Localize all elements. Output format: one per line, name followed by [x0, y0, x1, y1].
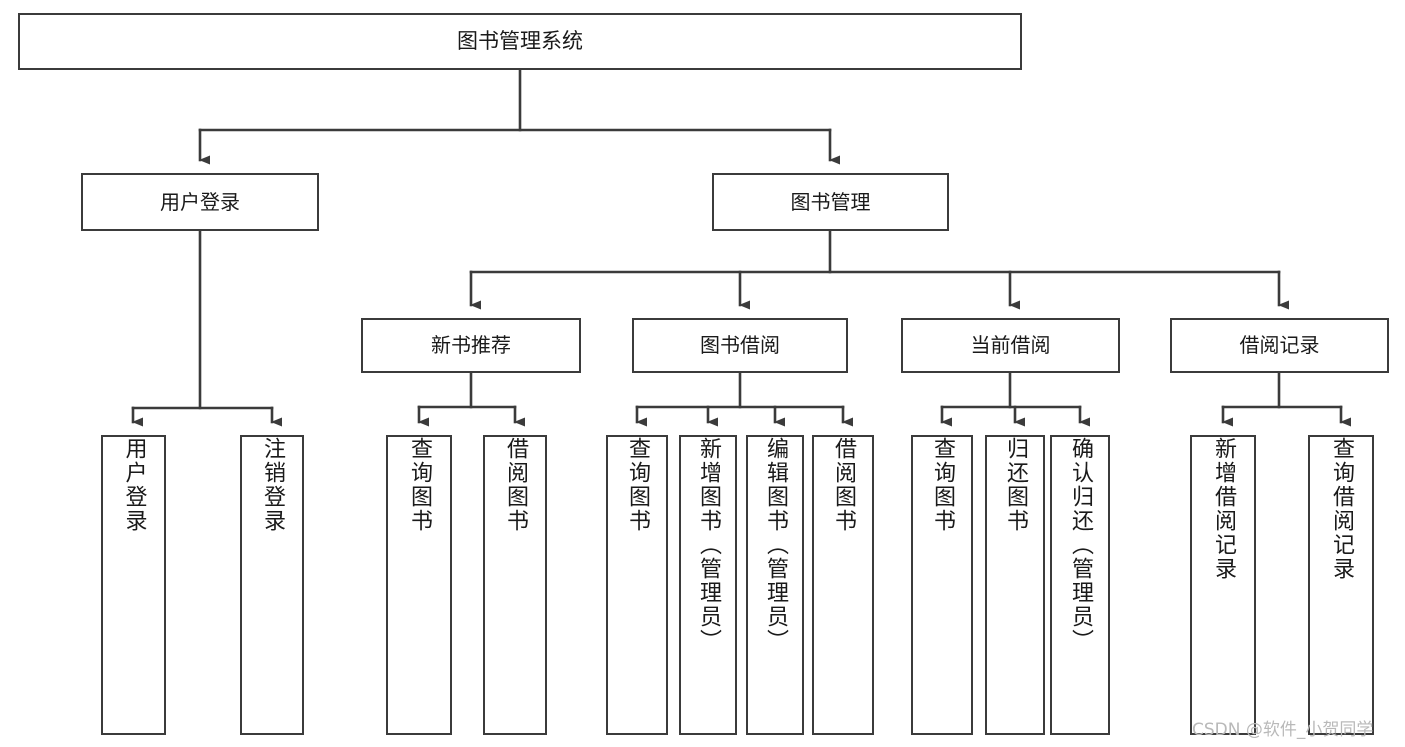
node-leaf-return-book[interactable]: 归还图书	[985, 435, 1045, 735]
node-label: 图书管理系统	[457, 29, 583, 54]
node-label: 归还图书	[1003, 437, 1028, 533]
node-label: 新增图书（管理员）	[696, 437, 721, 653]
node-leaf-query-book-1[interactable]: 查询图书	[386, 435, 452, 735]
node-current-borrow[interactable]: 当前借阅	[901, 318, 1120, 373]
node-leaf-borrow-book-2[interactable]: 借阅图书	[812, 435, 874, 735]
node-label: 查询图书	[625, 437, 650, 533]
node-leaf-query-borrow-record[interactable]: 查询借阅记录	[1308, 435, 1374, 735]
node-leaf-confirm-return[interactable]: 确认归还（管理员）	[1050, 435, 1110, 735]
node-label: 确认归还（管理员）	[1068, 437, 1093, 653]
node-label: 图书管理	[790, 189, 871, 214]
node-label: 当前借阅	[970, 333, 1051, 357]
node-label: 新书推荐	[431, 333, 511, 357]
node-label: 注销登录	[260, 437, 285, 533]
node-leaf-edit-book[interactable]: 编辑图书（管理员）	[746, 435, 804, 735]
node-borrow-record[interactable]: 借阅记录	[1170, 318, 1389, 373]
node-label: 借阅记录	[1239, 333, 1320, 357]
node-label: 查询图书	[930, 437, 955, 533]
node-label: 查询图书	[407, 437, 432, 533]
node-label: 借阅图书	[503, 437, 528, 533]
node-book-manage[interactable]: 图书管理	[712, 173, 949, 231]
node-book-borrow[interactable]: 图书借阅	[632, 318, 848, 373]
node-leaf-borrow-book-1[interactable]: 借阅图书	[483, 435, 547, 735]
node-label: 用户登录	[121, 437, 147, 533]
node-leaf-query-book-2[interactable]: 查询图书	[606, 435, 668, 735]
node-label: 编辑图书（管理员）	[763, 437, 788, 653]
node-leaf-logout-login[interactable]: 注销登录	[240, 435, 304, 735]
csdn-watermark: CSDN @软件_小贺同学	[1192, 720, 1374, 740]
node-leaf-user-login[interactable]: 用户登录	[101, 435, 166, 735]
node-label: 查询借阅记录	[1329, 437, 1354, 581]
node-root-system[interactable]: 图书管理系统	[18, 13, 1022, 70]
node-new-book-rec[interactable]: 新书推荐	[361, 318, 581, 373]
node-leaf-add-borrow-record[interactable]: 新增借阅记录	[1190, 435, 1256, 735]
node-user-login[interactable]: 用户登录	[81, 173, 319, 231]
node-leaf-add-book[interactable]: 新增图书（管理员）	[679, 435, 737, 735]
node-label: 用户登录	[160, 189, 240, 214]
node-label: 图书借阅	[700, 333, 780, 357]
node-label: 新增借阅记录	[1211, 437, 1236, 581]
node-label: 借阅图书	[831, 437, 856, 533]
node-leaf-query-book-3[interactable]: 查询图书	[911, 435, 973, 735]
